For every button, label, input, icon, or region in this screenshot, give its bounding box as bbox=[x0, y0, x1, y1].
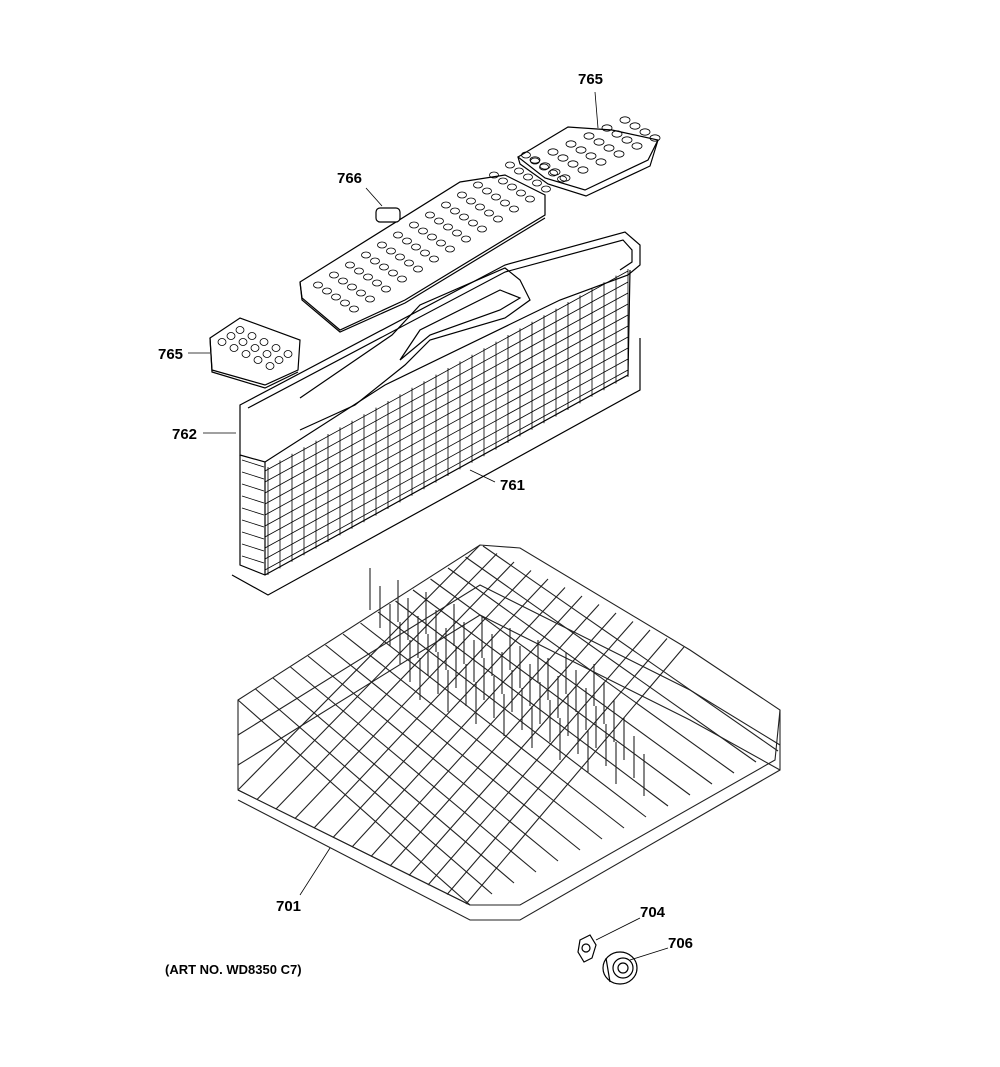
leader-704 bbox=[595, 917, 641, 941]
callout-762: 762 bbox=[172, 426, 198, 443]
callout-706: 706 bbox=[668, 935, 694, 952]
callout-761: 761 bbox=[500, 477, 526, 494]
cover-765-top bbox=[516, 116, 661, 197]
callout-765-top: 765 bbox=[578, 71, 604, 88]
leader-761 bbox=[469, 469, 496, 483]
callout-765-left: 765 bbox=[158, 346, 184, 363]
leader-701 bbox=[299, 847, 331, 896]
bracket-761 bbox=[231, 338, 641, 596]
wheel-706 bbox=[602, 951, 638, 985]
leader-766 bbox=[365, 187, 383, 207]
art-number: (ART NO. WD8350 C7) bbox=[165, 962, 302, 977]
leader-765-top bbox=[594, 91, 599, 129]
callout-704: 704 bbox=[640, 904, 666, 921]
callout-766: 766 bbox=[337, 170, 363, 187]
cover-766 bbox=[299, 151, 567, 333]
silverware-basket-762 bbox=[239, 231, 641, 576]
leader-706 bbox=[629, 947, 669, 961]
dish-rack-701 bbox=[237, 544, 781, 921]
cover-765-left bbox=[209, 317, 301, 389]
clip-704 bbox=[577, 934, 597, 963]
callout-701: 701 bbox=[276, 898, 302, 915]
